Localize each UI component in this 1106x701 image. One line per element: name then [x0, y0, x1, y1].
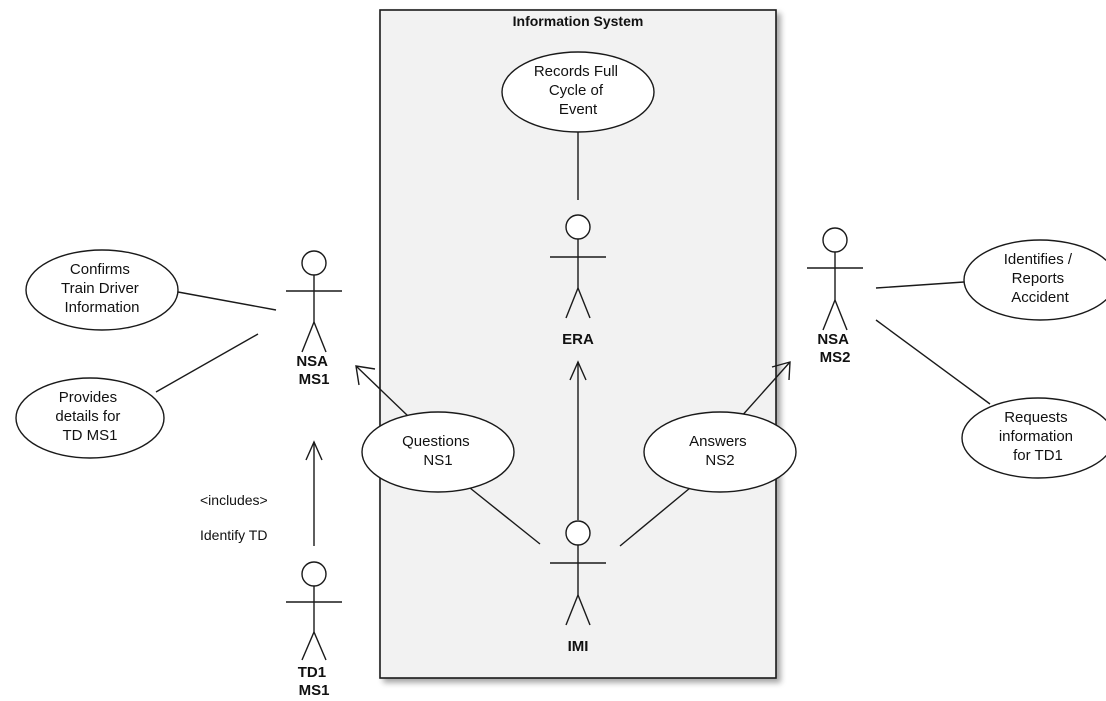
use-case-label: NS2 [705, 452, 734, 469]
use-case-label: Answers [689, 433, 747, 450]
identify-td-label: Identify TD [200, 527, 267, 543]
use-case-label: Questions [402, 433, 470, 450]
actor-nsa-ms2: NSA MS2 [807, 227, 863, 366]
arrow-answers-nsa-ms2 [739, 361, 791, 419]
link-answers-imi [619, 487, 691, 547]
link-provides-nsa-ms1 [155, 333, 259, 393]
use-case-label: information [999, 428, 1073, 445]
use-case-label: Train Driver [61, 280, 139, 297]
system-title: Information System [513, 13, 644, 29]
svg-text:Confirms Train Driver: Confirms Train Driver Information [61, 261, 143, 316]
link-confirms-nsa-ms1 [177, 291, 277, 311]
arrowhead-include-td1-nsa-ms1 [305, 440, 323, 461]
arrowhead-imi-era [569, 360, 587, 381]
use-case-label: Cycle of [549, 82, 604, 99]
actor-td1-ms1: TD1 MS1 [286, 561, 342, 699]
svg-text:Provides details for: Provides details for TD MS1 [55, 389, 124, 444]
use-case-label: Event [559, 101, 598, 118]
actor-imi: IMI [550, 520, 606, 655]
link-nsa-ms2-requests [875, 319, 991, 405]
includes-label: <includes> [200, 492, 268, 508]
actor-label-ms1: MS1 [299, 371, 330, 388]
use-case-label: Identifies / [1004, 251, 1073, 268]
use-case-label: details for [55, 408, 120, 425]
link-questions-imi [469, 487, 541, 545]
arrow-questions-nsa-ms1 [355, 365, 409, 417]
actor-label-nsa: NSA [817, 331, 849, 348]
use-case-label: TD MS1 [62, 427, 117, 444]
link-nsa-ms2-identifies [875, 281, 965, 289]
actor-head-icon [822, 227, 848, 253]
use-case-label: Reports [1012, 270, 1065, 287]
svg-text:Questions NS1: Questions NS1 [402, 433, 474, 469]
svg-text:NSA MS2: NSA MS2 [817, 331, 852, 366]
use-case-answers-ns2: Answers NS2 [643, 411, 797, 493]
svg-text:Identifies / Reports: Identifies / Reports Accident [1004, 251, 1077, 306]
actor-label-era: ERA [562, 331, 594, 348]
actor-label-ms2: MS2 [820, 349, 851, 366]
actor-label-td1: TD1 [298, 664, 326, 681]
stick-figure-icon [550, 239, 606, 319]
use-case-label: NS1 [423, 452, 452, 469]
use-case-label: Accident [1011, 289, 1069, 306]
use-case-identifies-reports-accident: Identifies / Reports Accident [963, 239, 1106, 321]
svg-text:NSA MS1: NSA MS1 [296, 353, 331, 388]
use-case-label: for TD1 [1013, 447, 1063, 464]
actor-head-icon [301, 250, 327, 276]
arrowhead-answers-nsa-ms2 [771, 361, 791, 381]
use-case-label: Confirms [70, 261, 130, 278]
use-case-label: Information [64, 299, 139, 316]
actor-head-icon [565, 214, 591, 240]
use-case-label: Records Full [534, 63, 618, 80]
actor-label-imi: IMI [568, 638, 589, 655]
actor-label-ms1: MS1 [299, 682, 330, 699]
use-case-records-full-cycle: Records Full Cycle of Event [501, 51, 655, 133]
actor-nsa-ms1: NSA MS1 [286, 250, 342, 388]
stick-figure-icon [286, 275, 342, 353]
arrowhead-questions-nsa-ms1 [355, 365, 376, 386]
actor-era: ERA [550, 214, 606, 348]
use-case-label: Provides [59, 389, 117, 406]
actor-head-icon [565, 520, 591, 546]
use-case-provides-details: Provides details for TD MS1 [15, 377, 165, 459]
svg-text:Answers NS2: Answers NS2 [689, 433, 751, 469]
stick-figure-icon [550, 545, 606, 626]
svg-text:TD1 MS1: TD1 MS1 [298, 664, 331, 699]
use-case-requests-information: Requests information for TD1 [961, 397, 1106, 479]
actor-head-icon [301, 561, 327, 587]
stick-figure-icon [807, 252, 863, 331]
use-case-confirms-train-driver: Confirms Train Driver Information [25, 249, 179, 331]
connectors [155, 132, 991, 547]
use-case-questions-ns1: Questions NS1 [361, 411, 515, 493]
svg-text:Requests information: Requests information for TD1 [999, 409, 1077, 464]
actor-label-nsa: NSA [296, 353, 328, 370]
svg-text:Records Full Cycle of: Records Full Cycle of Event [534, 63, 622, 118]
use-case-label: Requests [1004, 409, 1067, 426]
stick-figure-icon [286, 586, 342, 661]
